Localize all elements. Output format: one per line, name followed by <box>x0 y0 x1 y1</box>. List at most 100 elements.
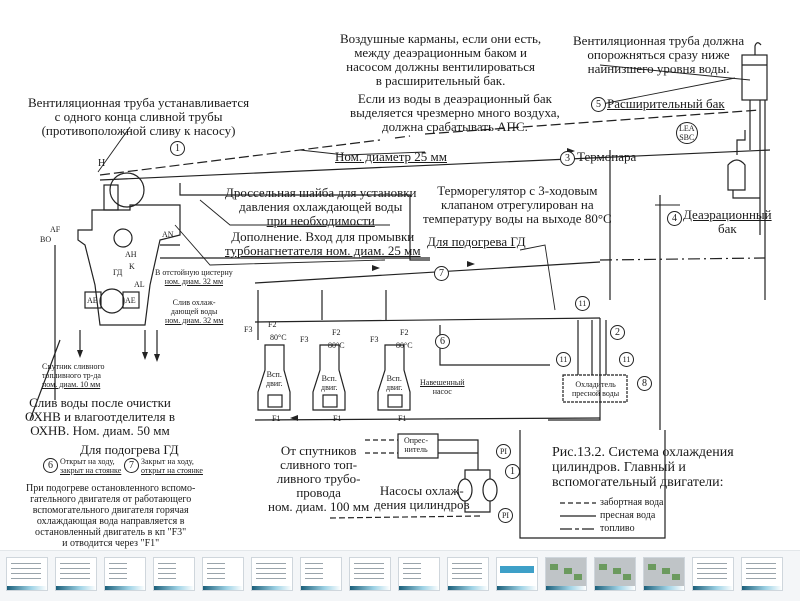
thumb-block <box>550 564 558 570</box>
note-line: ном. диам. 10 мм <box>42 380 101 389</box>
thumb-accent-bar <box>497 586 537 590</box>
note-supplement: Дополнение. Вход для промывки турбонагне… <box>225 230 421 258</box>
slide-thumbnail[interactable] <box>349 557 391 591</box>
note-line: в расширительный бак. <box>375 73 506 88</box>
slide-thumbnail[interactable] <box>594 557 636 591</box>
note-attached-pump: Навешенный насос <box>420 378 465 396</box>
note-vent-pipe-drain: Вентиляционная труба устанавливается с о… <box>28 96 249 138</box>
note-line: ОХНВ. Ном. диам. 50 мм <box>30 423 170 438</box>
thumb-text-line <box>354 563 384 564</box>
callout-11-right: 11 <box>619 352 634 367</box>
slide-thumbnail[interactable] <box>153 557 195 591</box>
thumb-text-line <box>452 568 482 569</box>
thumb-text-line <box>207 563 225 564</box>
callout-5: 5 <box>591 97 606 112</box>
slide-thumbnail[interactable] <box>398 557 440 591</box>
port-AE-left: AE <box>87 296 98 305</box>
port-F3-3: F3 <box>370 335 379 344</box>
slide-thumbnail[interactable] <box>300 557 342 591</box>
slide-thumbnail[interactable] <box>643 557 685 591</box>
port-F2-3: F2 <box>400 328 409 337</box>
note-line: ном. диам. 32 мм <box>164 277 224 286</box>
port-AF: AF <box>50 225 61 234</box>
header-return <box>179 183 430 261</box>
note-settling-tank: В отстойную цистерну ном. диам. 32 мм <box>155 268 233 286</box>
slide-thumbnail[interactable] <box>447 557 489 591</box>
callout-11-top: 11 <box>575 296 590 311</box>
thumb-text-line <box>746 573 776 574</box>
thumb-table-header <box>500 566 534 573</box>
slide-thumbnail[interactable] <box>496 557 538 591</box>
thumb-text-line <box>109 563 127 564</box>
note-line: При подогреве остановленного вспомо- <box>26 483 196 494</box>
thumb-block <box>613 568 621 574</box>
port-AH: AH <box>125 250 137 259</box>
port-F2-2: F2 <box>332 328 341 337</box>
aux-engine-2-label: Всп. двиг. <box>321 374 338 392</box>
note-line: От спутников <box>280 443 357 458</box>
note-line: остановленный двигатель в кп "F3" <box>35 527 187 538</box>
main-engine-label: ГД <box>113 268 123 277</box>
label-for-heating-1: Для подогрева ГД <box>427 234 526 249</box>
thumb-accent-bar <box>693 586 733 590</box>
port-F1-2: F1 <box>333 414 342 423</box>
note-line: турбонагнетателя ном. диам. 25 мм <box>225 243 421 258</box>
note-line: выделяется чрезмерно много воздуха, <box>350 105 560 120</box>
thumb-text-line <box>207 573 225 574</box>
note-line: Воздушные карманы, если они есть, <box>340 31 542 46</box>
note-line: Спутник сливного <box>42 362 105 371</box>
callout-6-legend: 6 <box>43 458 58 473</box>
note-fuel-pipe-satellites: От спутников сливного топ- ливного трубо… <box>268 444 369 514</box>
thumb-text-line <box>60 573 90 574</box>
thumb-text-line <box>256 563 286 564</box>
note-line: насос <box>432 387 452 396</box>
note-line: Слив охлаж- <box>172 298 216 307</box>
pressure-gauge-top: PI <box>496 444 511 459</box>
caption-line: Рис.13.2. Система охлаждения <box>552 445 734 460</box>
note-line: при необходимости <box>266 213 375 228</box>
sensor-text: LEA <box>679 124 695 133</box>
slide-thumbnail[interactable] <box>692 557 734 591</box>
slide-thumbnail-strip <box>0 550 800 601</box>
note-line: открыт на стоянке <box>141 466 203 475</box>
callout-1-pump: 1 <box>505 464 520 479</box>
temp-1: 80°C <box>270 333 287 342</box>
slide-thumbnail[interactable] <box>202 557 244 591</box>
callout-7: 7 <box>434 266 449 281</box>
note-line: Навешенный <box>420 378 465 387</box>
label-line: двиг. <box>266 379 283 388</box>
slide-thumbnail[interactable] <box>251 557 293 591</box>
thumb-accent-bar <box>546 586 586 590</box>
note-line: Закрыт на ходу, <box>141 457 194 466</box>
aux-engine-1 <box>257 344 291 411</box>
temp-2: 80°C <box>328 341 345 350</box>
thumb-text-line <box>11 573 41 574</box>
slide-thumbnail[interactable] <box>545 557 587 591</box>
note-line: Насосы охлаж- <box>379 483 464 498</box>
note-line: клапаном отрегулирован на <box>441 197 594 212</box>
note-line: Вентиляционная труба должна <box>573 33 745 48</box>
legend-freshwater-label: пресная вода <box>600 510 656 521</box>
port-K: K <box>129 262 135 271</box>
slide-thumbnail[interactable] <box>741 557 783 591</box>
label-expansion-tank: Расширительный бак <box>607 96 725 111</box>
thumb-accent-bar <box>644 586 684 590</box>
callout-6: 6 <box>435 334 450 349</box>
label-line: Опрес- <box>404 436 429 445</box>
port-AE-right: AE <box>125 296 136 305</box>
thumb-accent-bar <box>399 586 439 590</box>
slide-thumbnail[interactable] <box>6 557 48 591</box>
note-throttle: Дроссельная шайба для установки давления… <box>225 186 416 228</box>
thumb-text-line <box>207 578 225 579</box>
pressure-gauge-bottom: PI <box>498 508 513 523</box>
aux-engine-3-label: Всп. двиг. <box>386 374 403 392</box>
slide-thumbnail[interactable] <box>55 557 97 591</box>
slide-thumbnail[interactable] <box>104 557 146 591</box>
thumb-accent-bar <box>203 586 243 590</box>
port-F1-3: F1 <box>398 414 407 423</box>
note-line: с одного конца сливной трубы <box>54 109 223 124</box>
callout-1: 1 <box>170 141 185 156</box>
thumb-block <box>564 568 572 574</box>
note-line: наинизшего уровня воды. <box>587 61 730 76</box>
thumb-block <box>672 574 680 580</box>
